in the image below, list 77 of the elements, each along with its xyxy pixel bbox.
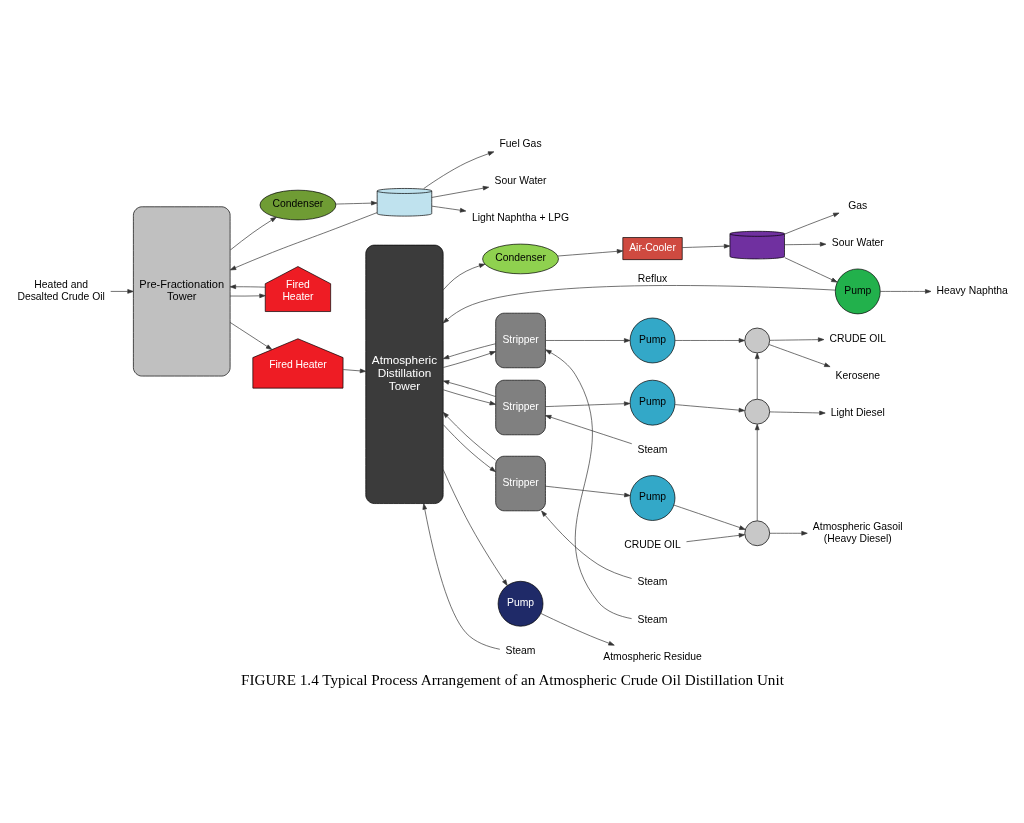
node-circle: Pump xyxy=(834,268,881,314)
arrow xyxy=(342,368,366,373)
arrow xyxy=(229,216,277,250)
arrow xyxy=(229,211,377,270)
node-text: Steam xyxy=(637,575,668,587)
node-circle xyxy=(743,398,770,424)
arrow xyxy=(754,352,759,399)
arrow xyxy=(442,263,485,290)
node-box: Stripper xyxy=(494,455,546,511)
node-text: Light Diesel xyxy=(830,406,885,418)
node-ellipse: Condenser xyxy=(481,243,559,274)
arrow xyxy=(442,388,496,405)
arrow xyxy=(442,423,496,472)
node-box: Stripper xyxy=(494,379,546,435)
node-text: Kerosene xyxy=(835,369,880,381)
arrow xyxy=(229,284,266,289)
arrow xyxy=(442,342,496,359)
node-box: Pre-Fractionation Tower xyxy=(132,205,230,376)
arrow xyxy=(544,337,630,343)
arrow xyxy=(442,468,508,586)
node-text: Atmospheric Gasoil (Heavy Diesel) xyxy=(812,520,903,544)
node-circle xyxy=(743,520,770,546)
node-text: Gas xyxy=(847,199,867,211)
node-text: Atmospheric Residue xyxy=(602,650,702,662)
arrow xyxy=(768,410,825,415)
arrow xyxy=(229,321,272,350)
arrow xyxy=(442,411,496,460)
arrow xyxy=(540,612,615,645)
node-text: Heavy Naphtha xyxy=(935,284,1008,296)
node-text: Steam xyxy=(637,443,668,455)
arrow xyxy=(430,205,466,213)
arrow xyxy=(783,212,839,235)
arrow xyxy=(783,241,826,247)
arrow xyxy=(674,403,745,412)
arrow xyxy=(540,510,632,579)
arrow xyxy=(768,336,824,342)
arrow xyxy=(442,284,836,323)
arrow xyxy=(544,414,632,444)
node-circle: Pump xyxy=(629,317,675,363)
arrow xyxy=(442,379,496,397)
arrow xyxy=(544,400,630,407)
node-circle: Pump xyxy=(629,379,675,425)
arrow xyxy=(430,185,489,198)
arrow xyxy=(109,288,134,294)
arrow xyxy=(685,532,745,542)
arrow xyxy=(422,150,494,189)
node-box: Air-Cooler xyxy=(621,236,683,260)
arrow xyxy=(768,343,830,367)
arrow xyxy=(544,485,630,497)
node-box: Stripper xyxy=(494,312,546,368)
node-text: Steam xyxy=(505,644,536,656)
node-text: Sour Water xyxy=(494,174,547,186)
arrow xyxy=(768,530,808,536)
node-text: Sour Water xyxy=(831,236,884,248)
arrow xyxy=(783,256,837,282)
node-text: Fuel Gas xyxy=(499,137,542,149)
arrow xyxy=(681,243,730,248)
node-text: CRUDE OIL xyxy=(623,538,681,550)
arrow xyxy=(422,502,500,650)
node-circle xyxy=(743,327,770,353)
arrow xyxy=(544,349,632,619)
edge-label: Reflux xyxy=(637,272,667,284)
arrow xyxy=(229,293,266,298)
node-text: Heated and Desalted Crude Oil xyxy=(16,278,105,302)
arrow xyxy=(556,248,623,256)
arrow xyxy=(442,350,496,368)
arrow xyxy=(334,200,377,205)
arrow xyxy=(754,423,759,521)
arrow xyxy=(674,337,745,343)
node-text: CRUDE OIL xyxy=(829,332,886,344)
node-circle: Pump xyxy=(629,474,675,521)
caption: FIGURE 1.4 Typical Process Arrangement of an Atmospheric Crude Oil Distillation Unit xyxy=(240,670,784,688)
node-text: Light Naphtha + LPG xyxy=(471,211,569,223)
arrow xyxy=(879,288,931,294)
node-text: Steam xyxy=(637,613,668,625)
node-box: Atmospheric Distillation Tower xyxy=(364,244,443,504)
arrow xyxy=(673,504,745,530)
